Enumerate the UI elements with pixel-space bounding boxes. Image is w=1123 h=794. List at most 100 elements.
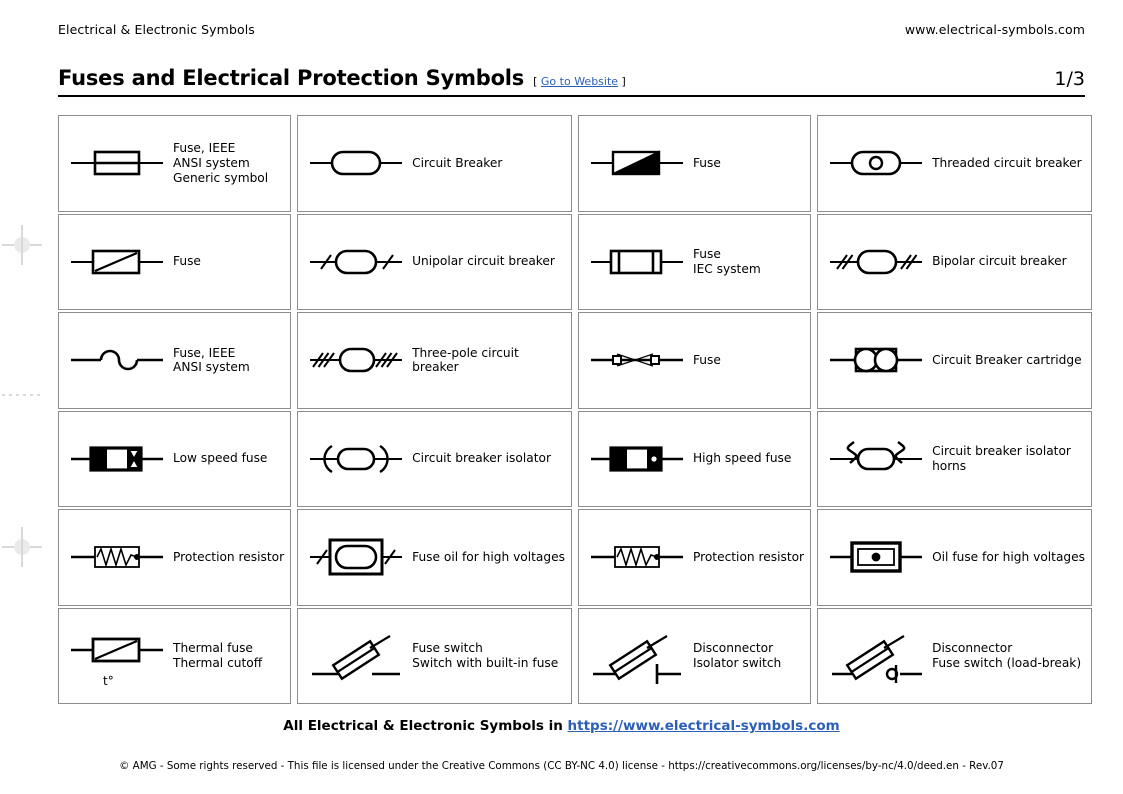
fold-mark-top [2,225,42,265]
circuit-breaker-isolator-horns-icon [824,423,928,495]
symbol-label: Unipolar circuit breaker [408,254,555,269]
symbol-label: High speed fuse [689,451,791,466]
symbol-label-line: Thermal fuse [173,641,253,656]
disconnector-isolator-icon [585,620,689,692]
disconnector-load-break-icon [824,620,928,692]
symbol-label-line: ANSI system [173,360,250,375]
symbol-label-line: Circuit breaker isolator [932,444,1071,459]
symbol-label: Bipolar circuit breaker [928,254,1067,269]
fuse-rect-generic-icon [65,127,169,199]
circuit-breaker-stadium-icon [304,127,408,199]
symbol-label-line: breaker [412,360,459,375]
symbol-label-line: Three-pole circuit [412,345,519,360]
symbol-label: Circuit Breaker cartridge [928,353,1082,368]
symbol-label-line: ANSI system [173,155,250,170]
bracket-open: [ [533,75,538,88]
symbol-cell: Protection resistor [58,509,292,606]
oil-fuse-high-voltage-icon [824,521,928,593]
symbol-cell: Unipolar circuit breaker [297,213,572,310]
symbol-label-line: Circuit breaker isolator [412,451,551,466]
symbol-label-line: Low speed fuse [173,451,268,466]
symbol-cell: High speed fuse [577,410,812,507]
symbol-label-line: Disconnector [692,641,774,656]
symbol-label: Circuit Breaker [408,156,502,171]
threaded-circuit-breaker-icon [824,127,928,199]
protection-resistor-icon [65,521,169,593]
symbol-label: Circuit breaker isolator [408,451,551,466]
fold-mark-bottom [2,527,42,567]
page-number: 1/3 [1054,68,1085,90]
header-left-text: Electrical & Electronic Symbols [58,22,255,37]
fuse-bowtie-icon [585,324,689,396]
thermal-fuse-icon: t° [65,620,169,692]
footer-site-link[interactable]: https://www.electrical-symbols.com [567,718,840,734]
symbol-label-line: High speed fuse [692,451,792,466]
title-row: Fuses and Electrical Protection Symbols … [58,66,1085,90]
symbol-label: Fuse oil for high voltages [408,550,565,565]
symbol-label-line: Fuse [692,247,721,262]
fuse-hump-ansi-icon [65,324,169,396]
circuit-breaker-cartridge-icon [824,324,928,396]
symbol-label-line: Protection resistor [173,549,285,564]
fold-mark-middle [2,394,44,396]
symbol-label: Protection resistor [689,550,804,565]
symbol-label-line: IEC system [692,261,761,276]
fuse-switch-icon [304,620,408,692]
symbol-label-line: Isolator switch [692,655,782,670]
symbol-label-line: Fuse switch (load-break) [932,655,1082,670]
page-header: Electrical & Electronic Symbols www.elec… [58,22,1085,37]
symbol-label: Low speed fuse [169,451,267,466]
go-to-website-link-wrap: [ Go to Website ] [533,75,626,88]
header-website-text: www.electrical-symbols.com [904,22,1085,37]
title-divider [58,95,1085,97]
bipolar-circuit-breaker-icon [824,226,928,298]
symbol-cell: Fuse [577,115,812,212]
symbol-label-line: horns [932,458,967,473]
symbol-cell: Circuit Breaker cartridge [817,312,1093,409]
low-speed-fuse-icon [65,423,169,495]
symbol-annotation: t° [103,673,114,688]
fuse-triangle-filled-icon [585,127,689,199]
go-to-website-link[interactable]: Go to Website [540,75,619,88]
symbol-label: Fuse [689,156,721,171]
symbol-label-line: Threaded circuit breaker [932,155,1082,170]
symbol-cell: Fuse oil for high voltages [297,509,572,606]
symbol-cell: Circuit Breaker [297,115,572,212]
bracket-close: ] [621,75,626,88]
symbol-label-line: Unipolar circuit breaker [412,254,555,269]
fuse-iec-icon [585,226,689,298]
symbol-cell: Oil fuse for high voltages [817,509,1093,606]
footer-license: © AMG - Some rights reserved - This file… [119,760,1004,772]
symbol-label: Fuse [169,254,201,269]
symbol-label-line: Disconnector [932,641,1013,656]
symbol-cell: Fuse [577,312,812,409]
symbol-label-line: Fuse [692,155,721,170]
symbol-cell: Fuse [58,213,292,310]
symbol-label-line: Generic symbol [173,170,269,185]
three-pole-circuit-breaker-icon [304,324,408,396]
circuit-breaker-isolator-icon [304,423,408,495]
protection-resistor-2-icon [585,521,689,593]
symbol-cell: Low speed fuse [58,410,292,507]
unipolar-circuit-breaker-icon [304,226,408,298]
symbol-label: Oil fuse for high voltages [928,550,1085,565]
footer-prefix: All Electrical & Electronic Symbols in [283,718,568,734]
page-title: Fuses and Electrical Protection Symbols [58,66,525,90]
